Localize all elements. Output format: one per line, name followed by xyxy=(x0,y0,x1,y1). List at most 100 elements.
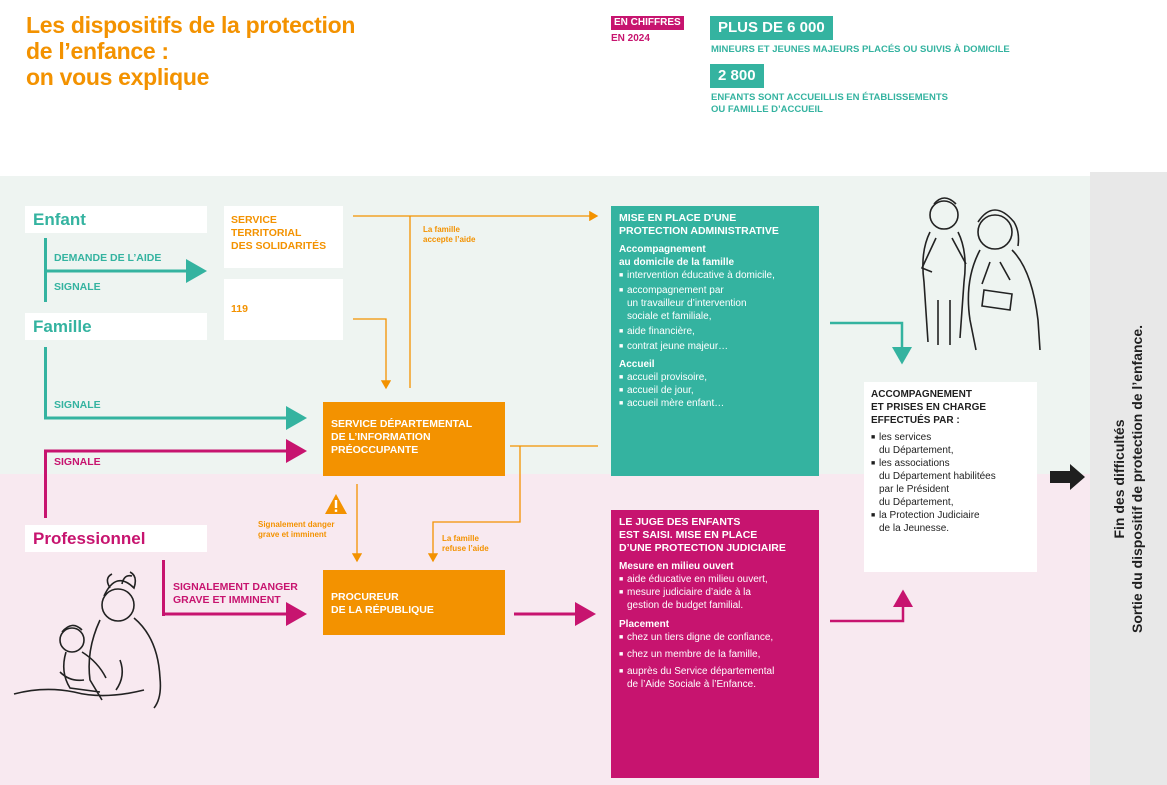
accomp-item: la Protection Judiciaire de la Jeunesse. xyxy=(871,509,1030,535)
judic-item-text: aide éducative en milieu ouvert, xyxy=(627,574,768,585)
procureur-line-1: PROCUREUR xyxy=(331,591,399,603)
exit-panel xyxy=(1090,172,1167,785)
judic-sub2: Placement xyxy=(619,619,670,630)
judic-item-text: mesure judiciaire d’aide à la xyxy=(627,587,751,598)
judic-item-text: gestion de budget familial. xyxy=(627,600,744,611)
note-danger: Signalement danger grave et imminent xyxy=(258,520,334,540)
judic-item: mesure judiciaire d’aide à la gestion de… xyxy=(619,586,811,612)
judic-head-3: D’UNE PROTECTION JUDICIAIRE xyxy=(619,542,786,554)
box-protection-administrative: MISE EN PLACE D’UNE PROTECTION ADMINISTR… xyxy=(611,206,819,476)
admin-item: accueil provisoire, xyxy=(619,371,811,384)
admin-item-text: aide financière, xyxy=(627,326,695,337)
label-signale-famille: SIGNALE xyxy=(54,399,101,411)
crip-line-2: DE L’INFORMATION xyxy=(331,431,431,443)
number-119: 119 xyxy=(231,303,248,315)
accomp-item-text: par le Président xyxy=(879,484,950,495)
accomp-item-text: de la Jeunesse. xyxy=(879,523,950,534)
judic-item: chez un tiers digne de confiance, xyxy=(619,631,811,644)
accomp-item-text: du Département habilitées xyxy=(879,471,996,482)
admin-item-text: intervention éducative à domicile, xyxy=(627,270,775,281)
admin-head-1: MISE EN PLACE D’UNE xyxy=(619,212,737,224)
page-title: Les dispositifs de la protection de l’en… xyxy=(26,12,446,90)
box-protection-judiciaire: LE JUGE DES ENFANTS EST SAISI. MISE EN P… xyxy=(611,510,819,778)
accomp-item-text: du Département, xyxy=(879,497,954,508)
stat-value-2: 2 800 xyxy=(710,64,764,88)
accomp-head-1: ACCOMPAGNEMENT xyxy=(871,389,972,400)
admin-sub2: Accueil xyxy=(619,359,655,370)
note-danger-2: grave et imminent xyxy=(258,530,327,539)
admin-item-text: sociale et familiale, xyxy=(627,311,712,322)
accomp-item-text: la Protection Judiciaire xyxy=(879,510,980,521)
judic-sub1: Mesure en milieu ouvert xyxy=(619,561,734,572)
exit-line-2: Sortie du dispositif de protection de l’… xyxy=(1129,324,1146,633)
label-signale-enfant: SIGNALE xyxy=(54,281,101,293)
stat-caption-2a: ENFANTS SONT ACCUEILLIS EN ÉTABLISSEMENT… xyxy=(711,92,948,103)
judic-item-text: chez un membre de la famille, xyxy=(627,649,761,660)
exit-label: Fin des difficultés Sortie du dispositif… xyxy=(1090,172,1167,785)
signalement-connector xyxy=(162,560,165,616)
judic-item-text: de l’Aide Sociale à l’Enfance. xyxy=(627,679,756,690)
note-danger-1: Signalement danger xyxy=(258,520,335,529)
accomp-item-text: les services xyxy=(879,432,932,443)
famille-connector xyxy=(44,347,47,419)
admin-item-text: un travailleur d’intervention xyxy=(627,298,747,309)
admin-sub1-2: au domicile de la famille xyxy=(619,257,735,268)
accomp-item-text: les associations xyxy=(879,458,950,469)
accomp-item-text: du Département, xyxy=(879,445,954,456)
note-refuse: La famille refuse l’aide xyxy=(442,534,489,554)
exit-line-1: Fin des difficultés xyxy=(1111,418,1128,539)
admin-item: intervention éducative à domicile, xyxy=(619,269,811,282)
note-accepte-1: La famille xyxy=(423,225,460,234)
sts-line-1: SERVICE xyxy=(231,214,277,226)
admin-item-text: contrat jeune majeur… xyxy=(627,341,729,352)
accomp-head-3: EFFECTUÉS PAR : xyxy=(871,415,960,426)
admin-item: accompagnement par un travailleur d’inte… xyxy=(619,284,811,323)
stat-value-1: PLUS DE 6 000 xyxy=(710,16,833,40)
box-119: 119 xyxy=(224,279,343,340)
box-procureur: PROCUREUR DE LA RÉPUBLIQUE xyxy=(323,570,505,635)
admin-item: accueil mère enfant… xyxy=(619,397,811,410)
title-line-3: on vous explique xyxy=(26,64,210,90)
admin-item: accueil de jour, xyxy=(619,384,811,397)
admin-item-text: accueil provisoire, xyxy=(627,372,708,383)
note-accepte: La famille accepte l’aide xyxy=(423,225,475,245)
admin-item: aide financière, xyxy=(619,325,811,338)
admin-item-text: accompagnement par xyxy=(627,285,724,296)
judic-head-2: EST SAISI. MISE EN PLACE xyxy=(619,529,758,541)
stats-year: EN 2024 xyxy=(611,33,650,44)
admin-sub1-1: Accompagnement xyxy=(619,244,706,255)
admin-head-2: PROTECTION ADMINISTRATIVE xyxy=(619,225,779,237)
box-service-territorial: SERVICE TERRITORIAL DES SOLIDARITÉS xyxy=(224,206,343,268)
crip-line-1: SERVICE DÉPARTEMENTAL xyxy=(331,418,473,430)
note-refuse-2: refuse l’aide xyxy=(442,544,489,553)
note-accepte-2: accepte l’aide xyxy=(423,235,476,244)
accomp-item: les services du Département, xyxy=(871,431,1030,457)
box-crip: SERVICE DÉPARTEMENTAL DE L’INFORMATION P… xyxy=(323,402,505,476)
title-line-2: de l’enfance : xyxy=(26,38,169,64)
enfant-connector xyxy=(44,238,47,302)
admin-item-text: accueil mère enfant… xyxy=(627,398,725,409)
crip-line-3: PRÉOCCUPANTE xyxy=(331,444,419,456)
judic-item: auprès du Service départemental de l’Aid… xyxy=(619,665,811,691)
sts-line-3: DES SOLIDARITÉS xyxy=(231,240,327,252)
admin-item: contrat jeune majeur… xyxy=(619,340,811,353)
actor-professionnel: Professionnel xyxy=(25,525,207,552)
label-demande: DEMANDE DE L’AIDE xyxy=(54,252,162,264)
accomp-head-2: ET PRISES EN CHARGE xyxy=(871,402,987,413)
label-signalement-2: GRAVE ET IMMINENT xyxy=(173,594,281,606)
title-line-1: Les dispositifs de la protection xyxy=(26,12,356,38)
note-refuse-1: La famille xyxy=(442,534,479,543)
judic-item-text: auprès du Service départemental xyxy=(627,666,775,677)
stat-caption-2b: OU FAMILLE D’ACCUEIL xyxy=(711,104,823,115)
judic-item-text: chez un tiers digne de confiance, xyxy=(627,632,774,643)
judic-head-1: LE JUGE DES ENFANTS xyxy=(619,516,741,528)
label-signalement-1: SIGNALEMENT DANGER xyxy=(173,581,298,593)
box-accompagnement: ACCOMPAGNEMENT ET PRISES EN CHARGE EFFEC… xyxy=(864,382,1037,572)
sts-line-2: TERRITORIAL xyxy=(231,227,302,239)
warning-icon xyxy=(324,493,348,515)
stats-tag: EN CHIFFRES xyxy=(611,16,684,30)
admin-item-text: accueil de jour, xyxy=(627,385,694,396)
judic-item: aide éducative en milieu ouvert, xyxy=(619,573,811,586)
label-signalement: SIGNALEMENT DANGER GRAVE ET IMMINENT xyxy=(173,581,298,607)
procureur-line-2: DE LA RÉPUBLIQUE xyxy=(331,604,434,616)
